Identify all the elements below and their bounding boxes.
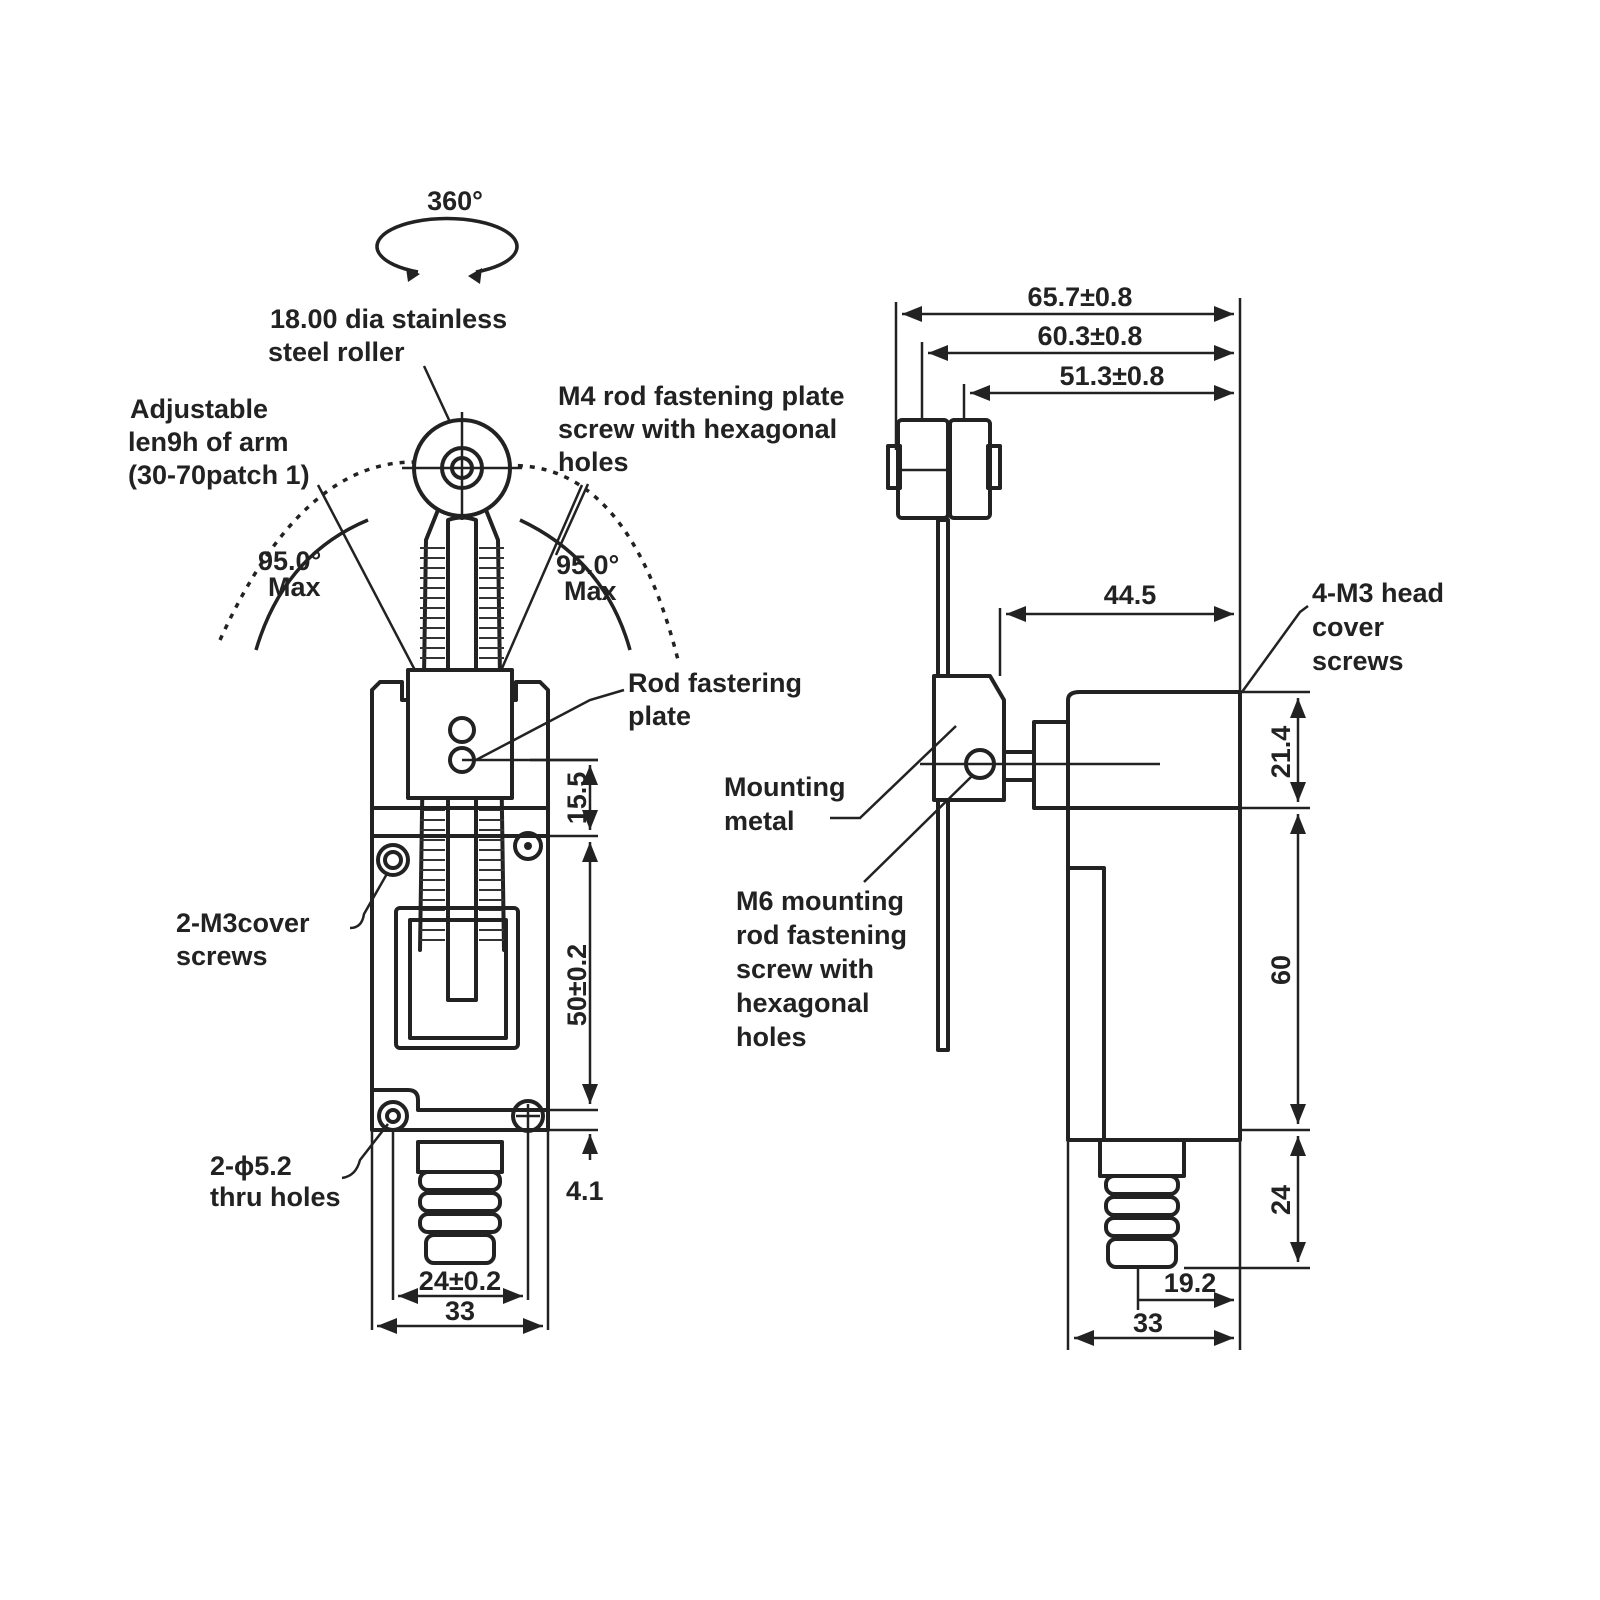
mounting-metal-label: Mounting metal — [724, 772, 853, 836]
cover-screw-icon — [376, 843, 410, 877]
rotation-label: 360° — [427, 186, 483, 216]
roller — [402, 412, 522, 520]
dim-19-2: 19.2 — [1164, 1268, 1217, 1298]
dim-60: 60 — [1266, 955, 1296, 985]
m4-screw-label: M4 rod fastening plate screw with hexago… — [558, 381, 852, 477]
m6-screw-leader — [863, 775, 973, 883]
cover-screw-icon — [513, 831, 543, 861]
dim-24-front: 24±0.2 — [419, 1266, 501, 1296]
arm-label: Adjustable len9h of arm (30-70patch 1) — [128, 394, 310, 490]
dim-50: 50±0.2 — [562, 944, 592, 1026]
roller-label: 18.00 dia stainless steel roller — [268, 304, 515, 367]
dim-4-1: 4.1 — [566, 1176, 604, 1206]
dim-24-side: 24 — [1266, 1185, 1296, 1215]
front-view: 360° — [128, 186, 852, 1334]
angle-right-label: 95.0° Max — [556, 550, 627, 606]
roller-side — [886, 418, 1002, 520]
cable-gland-side — [1098, 1138, 1186, 1269]
cover-screws-leader — [349, 871, 390, 930]
shaft — [1002, 750, 1036, 782]
dim-33-front: 33 — [445, 1296, 475, 1326]
dim-60-3: 60.3±0.8 — [1038, 321, 1143, 351]
rod-plate-label: Rod fastering plate — [628, 668, 810, 731]
dim-15-5: 15.5 — [562, 772, 592, 825]
rotation-arrow-icon — [375, 216, 519, 284]
head-screws-label: 4-M3 head cover screws — [1312, 578, 1452, 676]
side-dimensions — [894, 298, 1310, 1350]
rod-plate-leader — [475, 688, 625, 762]
roller-leader — [422, 365, 452, 423]
dim-21-4: 21.4 — [1266, 726, 1296, 779]
thru-holes-label: 2-ϕ5.2 thru holes — [210, 1151, 341, 1212]
angle-left-label: 95.0° Max — [258, 546, 329, 602]
dim-33-side: 33 — [1133, 1308, 1163, 1338]
dim-44-5: 44.5 — [1104, 580, 1157, 610]
angle-arc-right — [519, 518, 632, 651]
head-screws-leader — [1240, 605, 1309, 693]
mounting-metal-leader — [830, 725, 957, 820]
m6-screw-label: M6 mounting rod fastening screw with hex… — [736, 886, 915, 1052]
rod-fastening-plate — [406, 668, 598, 800]
angle-arc-left — [254, 518, 369, 651]
switch-body-front — [370, 680, 550, 1132]
dim-65-7: 65.7±0.8 — [1028, 282, 1133, 312]
cable-gland-front — [416, 1140, 504, 1265]
m4-screw-leader — [554, 483, 590, 556]
front-dimensions — [370, 758, 598, 1334]
thru-holes-leader — [341, 1123, 389, 1180]
cover-screws-label: 2-M3cover screws — [176, 908, 317, 971]
side-view: 65.7±0.8 60.3±0.8 51.3±0.8 44.5 21.4 60 … — [724, 282, 1452, 1350]
cover-screw-icon — [511, 1099, 545, 1133]
thru-hole-icon — [377, 1100, 409, 1132]
dim-51-3: 51.3±0.8 — [1060, 361, 1165, 391]
